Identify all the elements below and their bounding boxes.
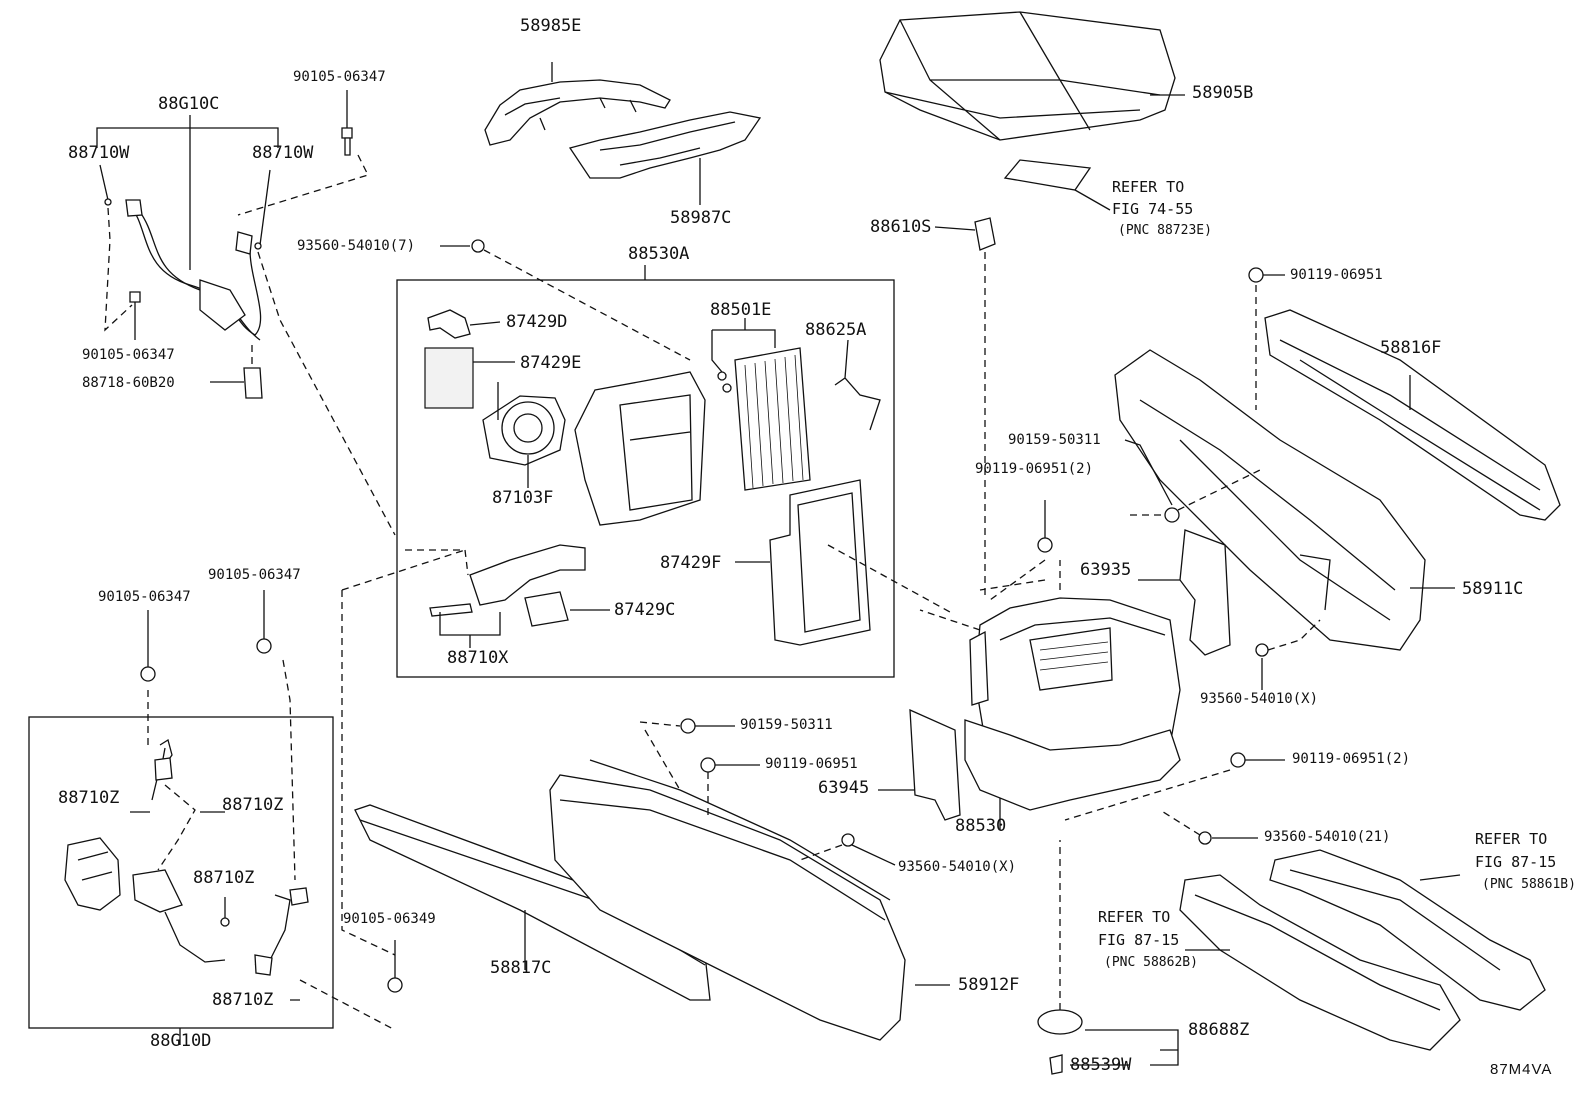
label-58817C: 58817C <box>490 958 552 978</box>
bolt-90159-50311-center <box>639 718 735 791</box>
label-90105-06349: 90105-06349 <box>343 911 436 927</box>
label-88625A: 88625A <box>805 320 867 340</box>
refer-87-15-b-line3: (PNC 58862B) <box>1104 955 1198 970</box>
part-63935-cover <box>1138 529 1231 656</box>
bolt-93560-54010-X-right <box>1255 619 1321 690</box>
part-87429E <box>424 347 515 409</box>
label-58905B: 58905B <box>1192 83 1254 103</box>
part-58911C-panel <box>1114 349 1455 651</box>
part-58862B-duct <box>1179 874 1461 1051</box>
label-88530: 88530 <box>955 816 1007 836</box>
label-58985E: 58985E <box>520 16 582 36</box>
part-88688Z <box>1037 840 1179 1075</box>
refer-87-15-a-line2: FIG 87-15 <box>1475 853 1557 871</box>
bolt-90105-06349 <box>299 549 466 1031</box>
label-90119-06951-2-a: 90119-06951(2) <box>975 461 1094 477</box>
label-88710Z-c: 88710Z <box>193 868 255 888</box>
part-87429F-frame <box>735 479 951 646</box>
label-90159-50311-center: 90159-50311 <box>740 717 833 733</box>
label-88610S: 88610S <box>870 217 932 237</box>
part-88G10C-harness <box>96 90 396 536</box>
label-90119-06951-center: 90119-06951 <box>765 756 858 772</box>
label-90105-06347-mid: 90105-06347 <box>82 347 175 363</box>
part-58905B-panel <box>879 11 1185 211</box>
part-87429C <box>524 591 610 627</box>
label-90105-06347-l1: 90105-06347 <box>98 589 191 605</box>
label-87429E: 87429E <box>520 353 582 373</box>
label-63945: 63945 <box>818 778 870 798</box>
label-93560-54010-X-center: 93560-54010(X) <box>898 859 1017 875</box>
label-93560-54010-21: 93560-54010(21) <box>1264 829 1391 845</box>
label-90119-06951-top: 90119-06951 <box>1290 267 1383 283</box>
label-88710Z-a: 88710Z <box>58 788 120 808</box>
part-87103F-blower <box>482 382 566 488</box>
label-87429D: 87429D <box>506 312 568 332</box>
label-90159-50311-right: 90159-50311 <box>1008 432 1101 448</box>
refer-87-15-a-line3: (PNC 58861B) <box>1482 877 1576 892</box>
bolt-93560-54010-X-center <box>799 833 896 866</box>
bolt-90119-06951-center <box>700 757 760 820</box>
label-88718-60B20: 88718-60B20 <box>82 375 175 391</box>
refer-74-55-line2: FIG 74-55 <box>1112 200 1194 218</box>
label-88710Z-d: 88710Z <box>212 990 274 1010</box>
label-63935: 63935 <box>1080 560 1132 580</box>
part-58912F-panel <box>549 759 950 1041</box>
part-87429D <box>427 309 501 339</box>
label-88G10C: 88G10C <box>158 94 220 114</box>
refer-87-15-a-line1: REFER TO <box>1475 830 1548 848</box>
part-88501E-evaporator <box>711 318 811 491</box>
label-87103F: 87103F <box>492 488 554 508</box>
label-88688Z: 88688Z <box>1188 1020 1250 1040</box>
label-58987C: 58987C <box>670 208 732 228</box>
bolt-90119-06951-2-b <box>1064 752 1285 821</box>
part-58861B-duct <box>1269 849 1546 1011</box>
part-88G10D-harness <box>64 590 309 1001</box>
label-88710X: 88710X <box>447 648 509 668</box>
bolt-93560-54010-21 <box>1159 809 1258 845</box>
label-88710W-left: 88710W <box>68 143 130 163</box>
label-58911C: 58911C <box>1462 579 1524 599</box>
part-88530A-case <box>574 371 706 526</box>
box-88G10D <box>28 716 334 1045</box>
part-88710X-pipe <box>405 544 586 648</box>
label-90105-06347-top: 90105-06347 <box>293 69 386 85</box>
dash-center-right <box>919 559 1046 631</box>
refer-74-55-line3: (PNC 88723E) <box>1118 223 1212 238</box>
part-88530-unit <box>964 560 1181 830</box>
bolt-90159-50311-right <box>1124 439 1261 523</box>
label-90105-06347-l2: 90105-06347 <box>208 567 301 583</box>
label-93560-54010-7: 93560-54010(7) <box>297 238 416 254</box>
part-88625A <box>834 339 881 431</box>
part-58987C-bracket <box>568 111 762 205</box>
label-87429F: 87429F <box>660 553 722 573</box>
label-58816F: 58816F <box>1380 338 1442 358</box>
label-93560-54010-X-right: 93560-54010(X) <box>1200 691 1319 707</box>
diagram-code: 87M4VA <box>1490 1061 1553 1078</box>
part-58985E-bracket <box>484 62 671 146</box>
label-88710Z-b: 88710Z <box>222 795 284 815</box>
part-58816F-bracket <box>1264 309 1561 521</box>
label-88539W: 88539W <box>1070 1055 1132 1075</box>
refer-87-15-b-line2: FIG 87-15 <box>1098 931 1180 949</box>
label-88501E: 88501E <box>710 300 772 320</box>
label-90119-06951-2-b: 90119-06951(2) <box>1292 751 1411 767</box>
bolt-90119-06951-2-a <box>1037 500 1053 553</box>
label-88710W-right: 88710W <box>252 143 314 163</box>
label-58912F: 58912F <box>958 975 1020 995</box>
refer-74-55-line1: REFER TO <box>1112 178 1185 196</box>
box-88530A <box>396 265 895 678</box>
label-87429C: 87429C <box>614 600 676 620</box>
bolt-90119-06951-top <box>1248 267 1285 410</box>
bolt-93560-54010-7 <box>440 239 691 361</box>
label-88G10D: 88G10D <box>150 1031 212 1051</box>
label-88530A: 88530A <box>628 244 690 264</box>
refer-87-15-b-line1: REFER TO <box>1098 908 1171 926</box>
part-63945-cover <box>878 708 961 821</box>
part-88610S <box>934 217 996 600</box>
